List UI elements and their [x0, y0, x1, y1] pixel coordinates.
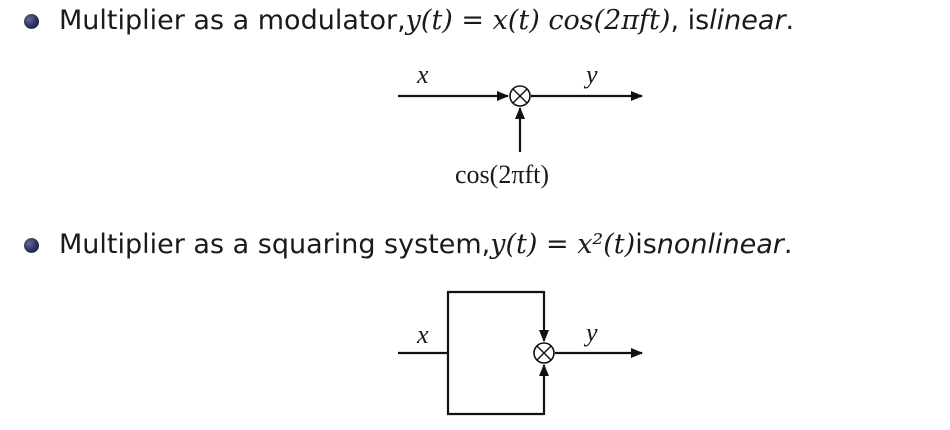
bullet-text-mid: , is: [670, 5, 710, 36]
bullet-text-after: .: [783, 229, 793, 260]
modulator-output-label: y: [586, 60, 598, 89]
bullet-squaring: Multiplier as a squaring system, y(t) = …: [24, 228, 792, 262]
modulator-input-label: x: [417, 60, 429, 89]
bullet-text-before: Multiplier as a modulator,: [59, 5, 406, 36]
bullet-modulator: Multiplier as a modulator, y(t) = x(t) c…: [24, 4, 794, 38]
modulator-carrier-label: cos(2πft): [455, 160, 549, 189]
squaring-multiplier-icon: [533, 342, 555, 364]
bullet-icon: [24, 237, 39, 253]
bullet-equation: y(t) = x²(t): [490, 229, 636, 260]
bullet-equation: y(t) = x(t) cos(2πft): [405, 5, 671, 36]
bullet-text-before: Multiplier as a squaring system,: [59, 229, 491, 260]
squaring-diagram: [398, 290, 643, 416]
modulator-multiplier-icon: [509, 85, 531, 107]
squaring-output-label: y: [586, 318, 598, 347]
squaring-input-label: x: [417, 320, 429, 349]
bullet-text-mid: is: [635, 229, 657, 260]
bullet-emphasis: linear: [709, 5, 786, 36]
bullet-icon: [24, 13, 39, 29]
bullet-emphasis: nonlinear: [656, 229, 784, 260]
bullet-text-after: .: [785, 5, 795, 36]
